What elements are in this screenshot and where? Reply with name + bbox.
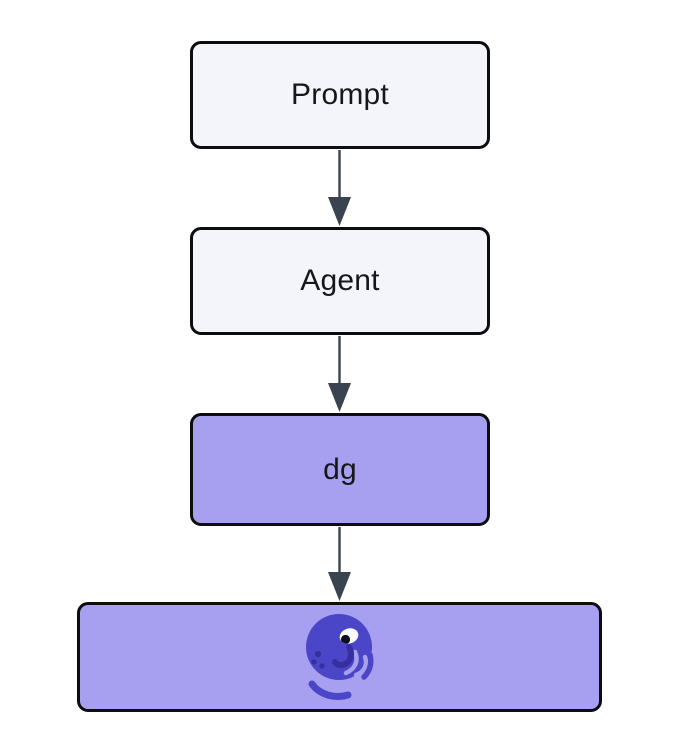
edge-dg-to-octopus — [328, 527, 351, 601]
octopus-icon — [305, 614, 373, 701]
arrowhead-icon — [328, 572, 351, 601]
node-prompt-label: Prompt — [291, 78, 389, 111]
node-octopus — [77, 602, 602, 712]
arrowhead-icon — [328, 197, 351, 226]
edge-agent-to-dg — [328, 336, 351, 412]
edge-prompt-to-agent — [328, 150, 351, 226]
node-dg: dg — [190, 413, 490, 526]
node-agent: Agent — [190, 227, 490, 335]
node-agent-label: Agent — [300, 264, 380, 297]
node-prompt: Prompt — [190, 41, 490, 149]
node-dg-label: dg — [323, 452, 357, 486]
arrowhead-icon — [328, 383, 351, 412]
